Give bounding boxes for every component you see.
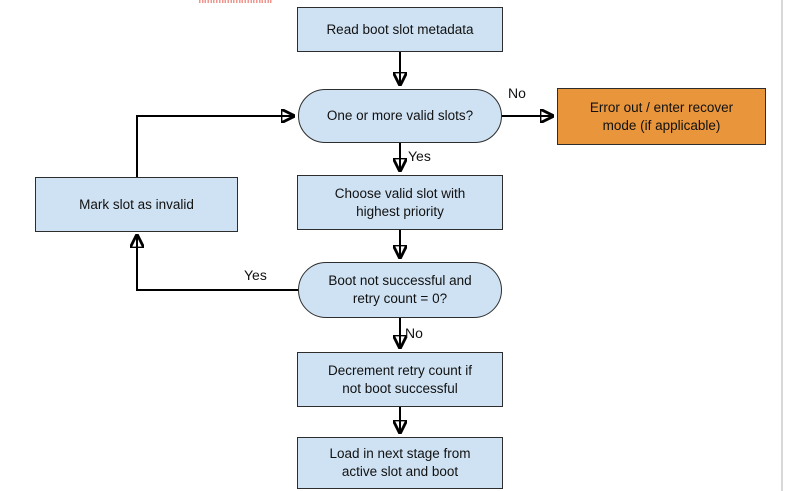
node-label: Read boot slot metadata: [326, 21, 474, 37]
edge-bootcheck-yes-to-markinvalid: [137, 234, 298, 291]
node-error-out-recover-mode: Error out / enter recover mode (if appli…: [557, 88, 766, 145]
node-label: Error out / enter recover mode (if appli…: [589, 99, 734, 133]
node-label: Boot not successful and retry count = 0?: [328, 273, 472, 306]
node-boot-not-successful-check: Boot not successful and retry count = 0?: [298, 262, 502, 318]
node-label: Load in next stage from active slot and …: [329, 446, 471, 479]
node-read-boot-slot-metadata: Read boot slot metadata: [297, 7, 503, 52]
edge-label-no-to-error: No: [508, 85, 526, 101]
edge-label-no-to-decrement: No: [405, 325, 423, 341]
edge-markinvalid-to-validslots: [136, 116, 295, 177]
node-decrement-retry-count: Decrement retry count if not boot succes…: [297, 352, 503, 407]
node-label: Mark slot as invalid: [79, 196, 194, 212]
right-edge-divider: [781, 0, 783, 491]
edge-label-yes-to-invalid: Yes: [244, 267, 267, 283]
edge-label-yes-to-choose: Yes: [408, 148, 431, 164]
node-load-next-stage: Load in next stage from active slot and …: [297, 437, 503, 489]
node-label: Decrement retry count if not boot succes…: [327, 362, 473, 396]
node-label: One or more valid slots?: [326, 108, 474, 124]
node-choose-valid-slot: Choose valid slot with highest priority: [297, 175, 503, 230]
clipped-red-text-artifact: [199, 0, 273, 3]
node-mark-slot-invalid: Mark slot as invalid: [35, 177, 238, 232]
node-label: Choose valid slot with highest priority: [334, 185, 466, 219]
node-one-or-more-valid-slots: One or more valid slots?: [298, 89, 502, 143]
